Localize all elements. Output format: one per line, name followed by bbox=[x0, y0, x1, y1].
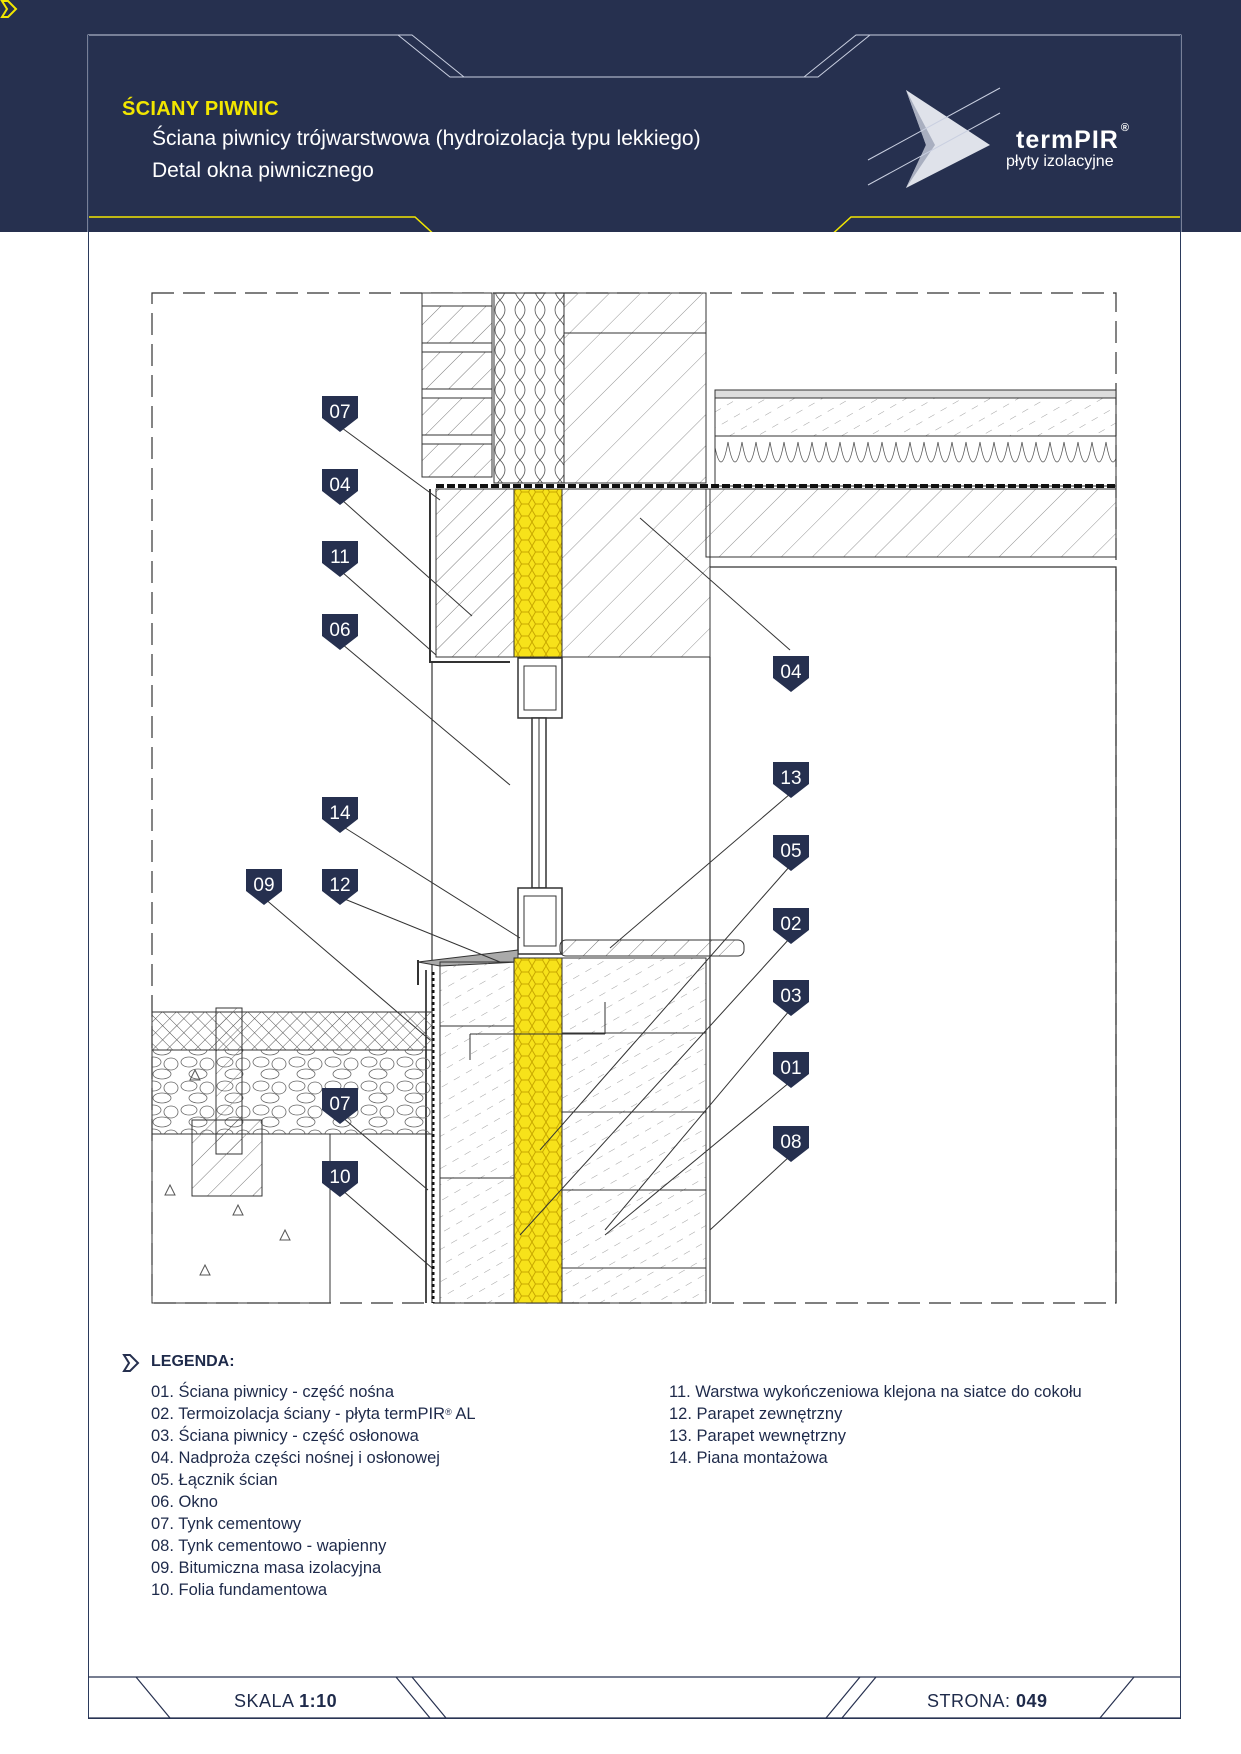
inner-lintel bbox=[561, 488, 711, 658]
tag-11: 11 bbox=[322, 541, 358, 577]
footer-frame bbox=[88, 1676, 1181, 1719]
legend-item: 08. Tynk cementowo - wapienny bbox=[151, 1537, 387, 1555]
legend-arrow-icon bbox=[122, 1354, 140, 1372]
pir-insulation-upper bbox=[513, 488, 563, 658]
tag-10: 10 bbox=[322, 1161, 358, 1197]
outer-wall-layer bbox=[439, 961, 515, 1304]
tag-08: 08 bbox=[773, 1126, 809, 1162]
upper-wall bbox=[563, 292, 707, 484]
floor-finish bbox=[714, 389, 1117, 399]
tag-12: 12 bbox=[322, 869, 358, 905]
svg-text:06: 06 bbox=[329, 620, 350, 641]
svg-text:07: 07 bbox=[329, 402, 350, 423]
svg-text:14: 14 bbox=[329, 803, 351, 824]
svg-text:02: 02 bbox=[780, 914, 801, 935]
tag-03: 03 bbox=[773, 980, 809, 1016]
paving bbox=[151, 1011, 433, 1051]
legend-item: 06. Okno bbox=[151, 1493, 218, 1511]
tag-01: 01 bbox=[773, 1052, 809, 1088]
legend-list-left: 01. Ściana piwnicy - część nośna 02. Ter… bbox=[151, 1381, 476, 1601]
header: ŚCIANY PIWNIC Ściana piwnicy trójwarstwo… bbox=[0, 0, 1241, 232]
tag-04-right: 04 bbox=[773, 656, 809, 692]
legend-list-right: 11. Warstwa wykończeniowa klejona na sia… bbox=[669, 1381, 1082, 1469]
svg-text:07: 07 bbox=[329, 1094, 350, 1115]
header-background bbox=[0, 0, 1241, 232]
category-heading: ŚCIANY PIWNIC bbox=[122, 98, 279, 120]
tag-02: 02 bbox=[773, 908, 809, 944]
tag-09: 09 bbox=[246, 869, 282, 905]
svg-text:03: 03 bbox=[780, 986, 801, 1007]
svg-text:05: 05 bbox=[780, 841, 801, 862]
floor-slab bbox=[705, 488, 1117, 558]
svg-text:10: 10 bbox=[329, 1167, 350, 1188]
legend-item: 09. Bitumiczna masa izolacyjna bbox=[151, 1559, 382, 1577]
svg-text:01: 01 bbox=[780, 1058, 801, 1079]
tag-05: 05 bbox=[773, 835, 809, 871]
legend-item: 12. Parapet zewnętrzny bbox=[669, 1405, 843, 1423]
curb-foundation bbox=[191, 1119, 263, 1197]
legend-item: 01. Ściana piwnicy - część nośna bbox=[151, 1383, 395, 1401]
tag-07-lower: 07 bbox=[322, 1088, 358, 1124]
tag-07-upper: 07 bbox=[322, 396, 358, 432]
floor-insulation bbox=[714, 435, 1117, 487]
svg-text:04: 04 bbox=[780, 662, 802, 683]
legend-item: 02. Termoizolacja ściany - płyta termPIR… bbox=[151, 1405, 476, 1423]
svg-text:12: 12 bbox=[329, 875, 350, 896]
page-subtitle: Detal okna piwnicznego bbox=[152, 159, 374, 182]
brand-tagline: płyty izolacyjne bbox=[1006, 153, 1114, 170]
termpir-logo-mark bbox=[867, 87, 1001, 188]
svg-text:11: 11 bbox=[330, 547, 350, 568]
floor-screed bbox=[714, 397, 1117, 437]
pir-insulation-lower bbox=[513, 957, 563, 1304]
tag-06: 06 bbox=[322, 614, 358, 650]
brand-name: termPIR® bbox=[1016, 122, 1130, 154]
brick-facade bbox=[421, 292, 493, 478]
svg-text:04: 04 bbox=[329, 475, 351, 496]
legend-item: 11. Warstwa wykończeniowa klejona na sia… bbox=[669, 1383, 1082, 1401]
legend-item: 03. Ściana piwnicy - część osłonowa bbox=[151, 1427, 419, 1445]
svg-text:09: 09 bbox=[253, 875, 274, 896]
arrow-bullet-icon bbox=[0, 0, 18, 18]
legend-heading: LEGENDA: bbox=[151, 1353, 235, 1370]
legend-item: 13. Parapet wewnętrzny bbox=[669, 1427, 847, 1445]
tag-13: 13 bbox=[773, 762, 809, 798]
mineral-wool-upper bbox=[493, 292, 565, 484]
legend-item: 10. Folia fundamentowa bbox=[151, 1581, 328, 1599]
svg-text:08: 08 bbox=[780, 1132, 801, 1153]
legend-item: 05. Łącznik ścian bbox=[151, 1471, 278, 1489]
page-number: STRONA: 049 bbox=[927, 1691, 1048, 1711]
legend-item: 14. Piana montażowa bbox=[669, 1449, 828, 1467]
scale-indicator: SKALA 1:10 bbox=[234, 1691, 338, 1711]
tag-14: 14 bbox=[322, 797, 358, 833]
inner-sill bbox=[559, 939, 745, 957]
page-title: Ściana piwnicy trójwarstwowa (hydroizola… bbox=[152, 127, 701, 150]
legend-item: 07. Tynk cementowy bbox=[151, 1515, 302, 1533]
outer-lintel bbox=[435, 488, 515, 658]
basement-window bbox=[517, 657, 563, 955]
svg-text:13: 13 bbox=[780, 768, 801, 789]
load-bearing-wall bbox=[561, 957, 707, 1304]
tag-04-upper: 04 bbox=[322, 469, 358, 505]
legend-item: 04. Nadproża części nośnej i osłonowej bbox=[151, 1449, 440, 1467]
